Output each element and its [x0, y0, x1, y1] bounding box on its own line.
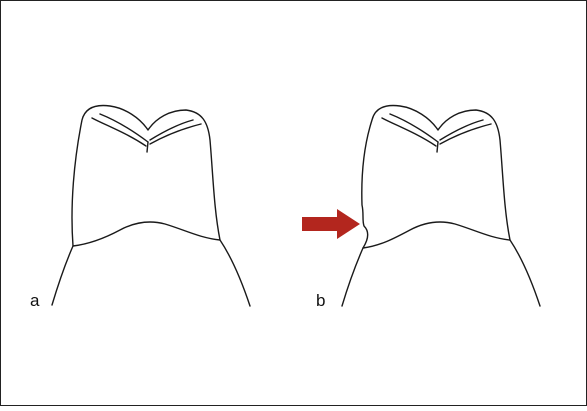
right-arrow-icon: [302, 209, 360, 239]
tooth-outline-with-defect-icon: [342, 106, 540, 306]
panel-label-b: b: [316, 292, 325, 309]
panel-label-a: a: [30, 292, 39, 309]
tooth-outline-icon: [52, 106, 250, 306]
